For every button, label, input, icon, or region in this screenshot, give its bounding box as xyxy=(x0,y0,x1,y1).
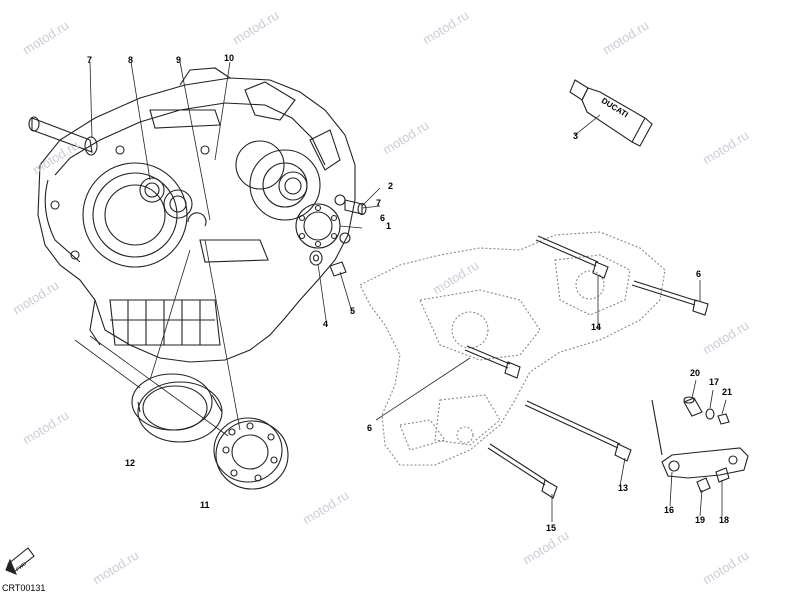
bolt-15 xyxy=(487,443,558,499)
drawing-code: CRT00131 xyxy=(2,583,46,593)
nut-21 xyxy=(717,413,730,425)
callout-15: 15 xyxy=(546,523,557,533)
callout-13: 13 xyxy=(618,483,629,493)
callout-12: 12 xyxy=(125,458,136,468)
callout-6-hidden: 6 xyxy=(380,213,386,223)
dowel-right xyxy=(344,199,367,216)
callout-20: 20 xyxy=(690,368,701,378)
bolt-14 xyxy=(535,235,609,279)
callout-6-right: 6 xyxy=(696,269,702,279)
callout-3: 3 xyxy=(573,131,579,141)
sealant-tube-3 xyxy=(569,79,653,147)
bracket-16 xyxy=(651,399,749,479)
bolt-6-right xyxy=(631,280,709,316)
circlip xyxy=(187,212,207,227)
callout-7-left: 7 xyxy=(87,55,93,65)
bearing-11 xyxy=(213,417,289,490)
callout-1: 1 xyxy=(386,221,392,231)
callout-6-middle: 6 xyxy=(367,423,373,433)
callout-16: 16 xyxy=(664,505,675,515)
bolt-6-middle xyxy=(464,345,521,379)
spacer-20 xyxy=(683,396,703,417)
callout-21: 21 xyxy=(722,387,733,397)
callout-14: 14 xyxy=(591,322,602,332)
fwd-label: FWD xyxy=(15,561,28,573)
callout-7-right: 7 xyxy=(376,198,382,208)
tube-brand-label: DUCATI xyxy=(600,96,630,119)
plug-screw xyxy=(329,261,347,277)
bolt-13 xyxy=(524,400,632,462)
callout-8: 8 xyxy=(128,55,134,65)
right-crankcase xyxy=(359,231,666,466)
oil-seal xyxy=(139,177,165,203)
left-crankcase xyxy=(28,67,356,363)
screw-19 xyxy=(696,477,711,493)
leader-lines xyxy=(74,61,727,522)
bearing-main-right xyxy=(295,203,341,249)
callout-2: 2 xyxy=(388,181,394,191)
callout-10: 10 xyxy=(224,53,235,63)
callout-5: 5 xyxy=(350,306,356,316)
fwd-arrow xyxy=(5,547,35,576)
screw-18 xyxy=(715,467,730,483)
bushing-12 xyxy=(131,373,223,443)
callout-9: 9 xyxy=(176,55,182,65)
callout-17: 17 xyxy=(709,377,720,387)
bearing-upper xyxy=(278,171,308,201)
bearing-small xyxy=(163,189,193,219)
callout-18: 18 xyxy=(719,515,730,525)
washer-17 xyxy=(705,408,715,420)
callout-19: 19 xyxy=(695,515,706,525)
callout-11: 11 xyxy=(200,500,210,510)
callout-4: 4 xyxy=(323,319,329,329)
washer xyxy=(309,250,323,266)
